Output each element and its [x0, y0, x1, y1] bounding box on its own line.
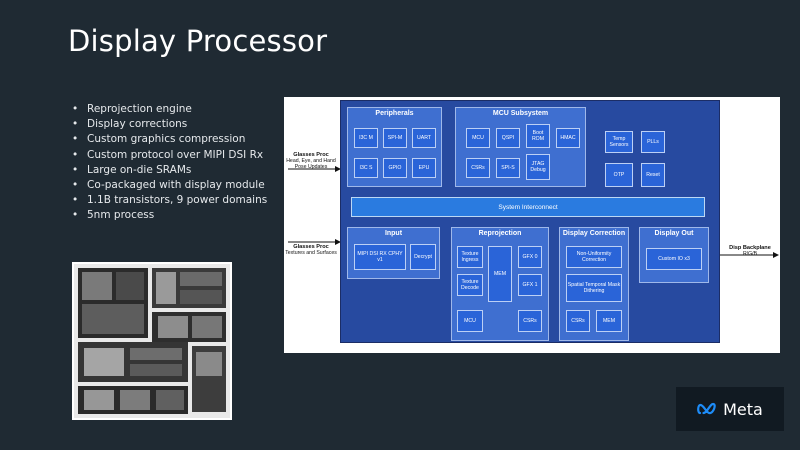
epu-cell: EPU [412, 158, 436, 178]
i3c-m-cell: I3C M [354, 128, 378, 148]
feature-item: Custom graphics compression [72, 132, 267, 147]
non-uniformity-cell: Non-Uniformity Correction [566, 246, 622, 268]
boot-rom-cell: Boot ROM [526, 124, 550, 148]
reprojection-title: Reprojection [478, 230, 522, 237]
feature-item: 1.1B transistors, 9 power domains [72, 193, 267, 208]
mcu-cell: MCU [466, 128, 490, 148]
chip-board: Peripherals I3C M SPI-M UART I3C S GPIO … [340, 100, 720, 343]
mcu-subsystem-block: MCU Subsystem MCU QSPI Boot ROM HMAC CSR… [455, 107, 586, 187]
input-block: Input MIPI DSI RX CPHY v1 Decrypt [347, 227, 440, 279]
die-layout-image [74, 264, 230, 418]
display-correction-title: Display Correction [562, 230, 626, 237]
texture-decode-cell: Texture Decode [457, 274, 483, 296]
gfx1-cell: GFX 1 [518, 274, 542, 296]
reprojection-mem-cell: MEM [488, 246, 512, 302]
reprojection-block: Reprojection Texture Ingress Texture Dec… [451, 227, 549, 341]
correction-mem-cell: MEM [596, 310, 622, 332]
temp-sensors-cell: Temp Sensors [605, 131, 633, 153]
meta-logo: Meta [676, 387, 784, 431]
peripherals-block: Peripherals I3C M SPI-M UART I3C S GPIO … [347, 107, 442, 187]
feature-item: Co-packaged with display module [72, 178, 267, 193]
feature-item: 5nm process [72, 208, 267, 223]
glasses-proc-pose-label: Glasses Proc Head, Eye, and Hand Pose Up… [286, 152, 336, 170]
spi-s-cell: SPI-S [496, 158, 520, 178]
mcu-csrs-cell: CSRs [466, 158, 490, 178]
gpio-cell: GPIO [383, 158, 407, 178]
reprojection-csrs-cell: CSRs [518, 310, 542, 332]
feature-item: Custom protocol over MIPI DSI Rx [72, 148, 267, 163]
feature-list: Reprojection engine Display corrections … [72, 102, 267, 224]
feature-item: Reprojection engine [72, 102, 267, 117]
mask-dithering-cell: Spatial Temporal Mask Dithering [566, 274, 622, 302]
diagram-arrows [288, 166, 779, 258]
texture-ingress-cell: Texture Ingress [457, 246, 483, 268]
system-interconnect-bar: System Interconnect [351, 197, 705, 217]
die-photo [72, 262, 232, 420]
plls-cell: PLLs [641, 131, 665, 153]
display-correction-block: Display Correction Non-Uniformity Correc… [559, 227, 629, 341]
correction-csrs-cell: CSRs [566, 310, 590, 332]
feature-item: Large on-die SRAMs [72, 163, 267, 178]
reset-cell: Reset [641, 163, 665, 187]
peripherals-title: Peripherals [375, 110, 414, 117]
decrypt-cell: Decrypt [410, 244, 436, 270]
meta-infinity-icon [697, 402, 716, 415]
custom-io-cell: Custom IO x3 [646, 248, 702, 270]
mipi-dsi-rx-cell: MIPI DSI RX CPHY v1 [354, 244, 406, 270]
meta-logo-text: Meta [723, 399, 763, 419]
gfx0-cell: GFX 0 [518, 246, 542, 268]
glasses-proc-textures-label: Glasses Proc Textures and Surfaces [285, 244, 337, 256]
input-title: Input [384, 230, 403, 237]
display-out-title: Display Out [654, 230, 694, 237]
mcu-subsystem-title: MCU Subsystem [492, 110, 549, 117]
disp-backplane-label: Disp Backplane R/G/B [729, 245, 771, 257]
i3c-s-cell: I3C S [354, 158, 378, 178]
hmac-cell: HMAC [556, 128, 580, 148]
feature-item: Display corrections [72, 117, 267, 132]
slide-title: Display Processor [68, 24, 328, 58]
display-out-block: Display Out Custom IO x3 [639, 227, 709, 283]
spi-m-cell: SPI-M [383, 128, 407, 148]
otp-cell: OTP [605, 163, 633, 187]
uart-cell: UART [412, 128, 436, 148]
jtag-debug-cell: JTAG Debug [526, 154, 550, 180]
block-diagram: Glasses Proc Head, Eye, and Hand Pose Up… [284, 97, 780, 353]
qspi-cell: QSPI [496, 128, 520, 148]
reprojection-mcu-cell: MCU [457, 310, 483, 332]
